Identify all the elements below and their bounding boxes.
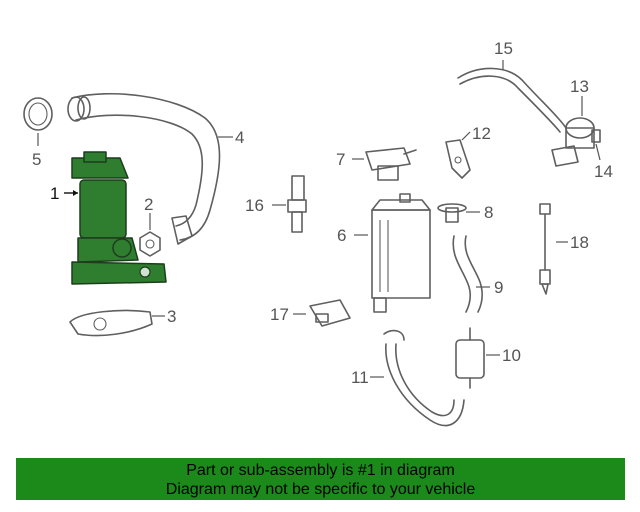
callout-2[interactable]: 2	[144, 195, 153, 214]
part-18-oxygen-sensor[interactable]	[539, 203, 551, 295]
leader-1-arrow	[73, 190, 78, 196]
part-13-valve[interactable]	[551, 117, 595, 167]
part-8-grommet[interactable]	[437, 203, 467, 223]
part-12-bracket[interactable]	[445, 139, 471, 179]
part-1-egr-valve[interactable]	[71, 151, 167, 285]
part-14-connector[interactable]	[591, 129, 601, 143]
banner-line-2: Diagram may not be specific to your vehi…	[165, 481, 476, 498]
part-5-gasket[interactable]	[23, 97, 53, 131]
leader-14	[595, 143, 601, 161]
callout-14[interactable]: 14	[594, 162, 613, 181]
callout-18[interactable]: 18	[570, 233, 589, 252]
part-16-sensor[interactable]	[287, 175, 307, 233]
callout-17[interactable]: 17	[270, 305, 289, 324]
part-3-gasket-plate[interactable]	[69, 309, 153, 337]
part-7-purge-solenoid[interactable]	[365, 147, 417, 181]
callout-16[interactable]: 16	[245, 196, 264, 215]
callout-13[interactable]: 13	[570, 77, 589, 96]
part-2-nut[interactable]	[139, 231, 161, 257]
callout-8[interactable]: 8	[484, 203, 493, 222]
banner-line-1: Part or sub-assembly is #1 in diagram	[186, 462, 455, 479]
part-15-hose-line[interactable]	[457, 67, 567, 133]
callout-9[interactable]: 9	[494, 278, 503, 297]
leader-12	[461, 131, 471, 141]
callout-10[interactable]: 10	[502, 346, 521, 365]
part-11-hose[interactable]	[383, 329, 465, 427]
part-17-sensor[interactable]	[309, 299, 351, 327]
callout-6[interactable]: 6	[337, 226, 346, 245]
callout-12[interactable]: 12	[472, 124, 491, 143]
callout-5[interactable]: 5	[32, 150, 41, 169]
part-4-egr-tube[interactable]	[67, 93, 221, 245]
info-banner: Part or sub-assembly is #1 in diagram Di…	[16, 458, 625, 500]
exploded-parts-diagram: 5 4 1 2 3 16	[23, 39, 613, 427]
callout-3[interactable]: 3	[167, 307, 176, 326]
part-6-vapor-canister[interactable]	[371, 193, 431, 313]
part-9-hose[interactable]	[452, 235, 483, 313]
part-10-filter[interactable]	[455, 327, 485, 389]
callout-15[interactable]: 15	[494, 39, 513, 58]
callout-4[interactable]: 4	[235, 128, 244, 147]
callout-1[interactable]: 1	[50, 184, 59, 203]
callout-11[interactable]: 11	[351, 368, 369, 387]
callout-7[interactable]: 7	[336, 150, 345, 169]
